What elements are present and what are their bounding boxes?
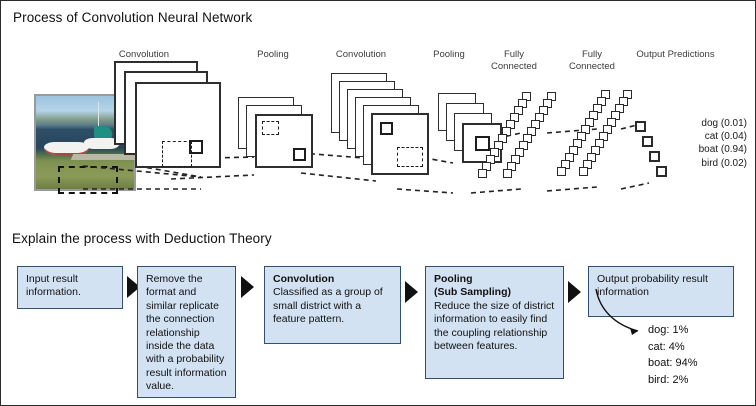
output-prob-boat: boat: 94% — [648, 357, 698, 369]
flow-arrow-4 — [568, 281, 581, 303]
prediction-bird: bird (0.02) — [701, 157, 747, 169]
flowchart-title: Explain the process with Deduction Theor… — [12, 231, 272, 246]
pool1-plate-front — [255, 114, 313, 168]
output-node-boat — [649, 151, 660, 162]
conv1-dashed-region — [162, 141, 192, 167]
output-node-bird — [656, 166, 667, 177]
stage-label-convolution-2: Convolution — [335, 49, 387, 60]
flow-box-convolution-heading: Convolution — [273, 273, 335, 285]
conv2-kernel-window — [380, 122, 393, 135]
conv2-plate-front — [371, 113, 429, 175]
output-prob-bird: bird: 2% — [648, 373, 689, 386]
deduction-flowchart: Input result information. Remove the for… — [1, 259, 755, 405]
flow-box-pooling-subheading: (Sub Sampling) — [434, 286, 511, 299]
flow-box-preprocess-body: Remove the format and similar replicate … — [146, 273, 227, 393]
flow-box-output-step[interactable]: Output probability result information — [588, 266, 734, 317]
stage-label-fully-connected-1: Fully Connected — [491, 49, 537, 72]
page-title: Process of Convolution Neural Network — [13, 10, 253, 25]
prediction-labels: dog (0.01) cat (0.04) boat (0.94) bird (… — [637, 117, 747, 170]
flow-box-pooling-body: Reduce the size of district information … — [434, 299, 555, 353]
conv2-dashed-region — [397, 147, 423, 167]
output-curve-arrow — [595, 288, 639, 335]
boat-shape-primary — [44, 142, 89, 155]
flow-box-pooling-step[interactable]: Pooling (Sub Sampling) Reduce the size o… — [425, 266, 564, 379]
output-node-dog — [635, 121, 646, 132]
flow-arrow-3 — [405, 281, 418, 303]
cnn-architecture-diagram: Convolution Pooling Convolution Pooling … — [1, 41, 755, 213]
flow-arrow-2 — [241, 276, 254, 298]
receptive-field-box — [58, 166, 118, 194]
sail-shape — [94, 126, 112, 138]
boat-shape-secondary — [84, 138, 120, 149]
output-node-cat — [642, 136, 653, 147]
pool2-kernel-window — [475, 136, 490, 151]
mast-shape — [98, 102, 99, 140]
pool1-window-solid — [293, 148, 306, 161]
prediction-cat: cat (0.04) — [704, 131, 747, 143]
stage-label-pooling-2: Pooling — [433, 49, 465, 60]
output-prob-dog: dog: 1% — [648, 324, 689, 336]
flow-box-convolution-body: Classified as a group of small district … — [273, 286, 383, 326]
output-probability-list: dog: 1% cat: 4% boat: 94% bird: 2% — [648, 322, 698, 388]
pool1-window-dashed — [262, 121, 279, 135]
stage-label-pooling-1: Pooling — [257, 49, 289, 60]
output-prob-cat: cat: 4% — [648, 340, 685, 353]
flow-box-preprocess-step[interactable]: Remove the format and similar replicate … — [137, 266, 236, 398]
flow-box-input-step[interactable]: Input result information. — [17, 266, 123, 309]
stage-label-output-predictions: Output Predictions — [636, 49, 715, 60]
conv1-plate-front — [135, 82, 221, 168]
flow-box-input-body: Input result information. — [26, 273, 81, 299]
prediction-boat: boat (0.94) — [698, 144, 747, 156]
conv1-kernel-window — [189, 140, 203, 154]
stage-label-convolution-1: Convolution — [118, 49, 170, 60]
flow-box-output-body: Output probability result information — [597, 273, 708, 299]
stage-label-fully-connected-2: Fully Connected — [569, 49, 615, 72]
prediction-dog: dog (0.01) — [701, 118, 747, 129]
flow-box-pooling-heading: Pooling — [434, 273, 473, 285]
flow-arrow-1 — [127, 276, 140, 298]
flow-box-convolution-step[interactable]: Convolution Classified as a group of sma… — [264, 266, 401, 344]
